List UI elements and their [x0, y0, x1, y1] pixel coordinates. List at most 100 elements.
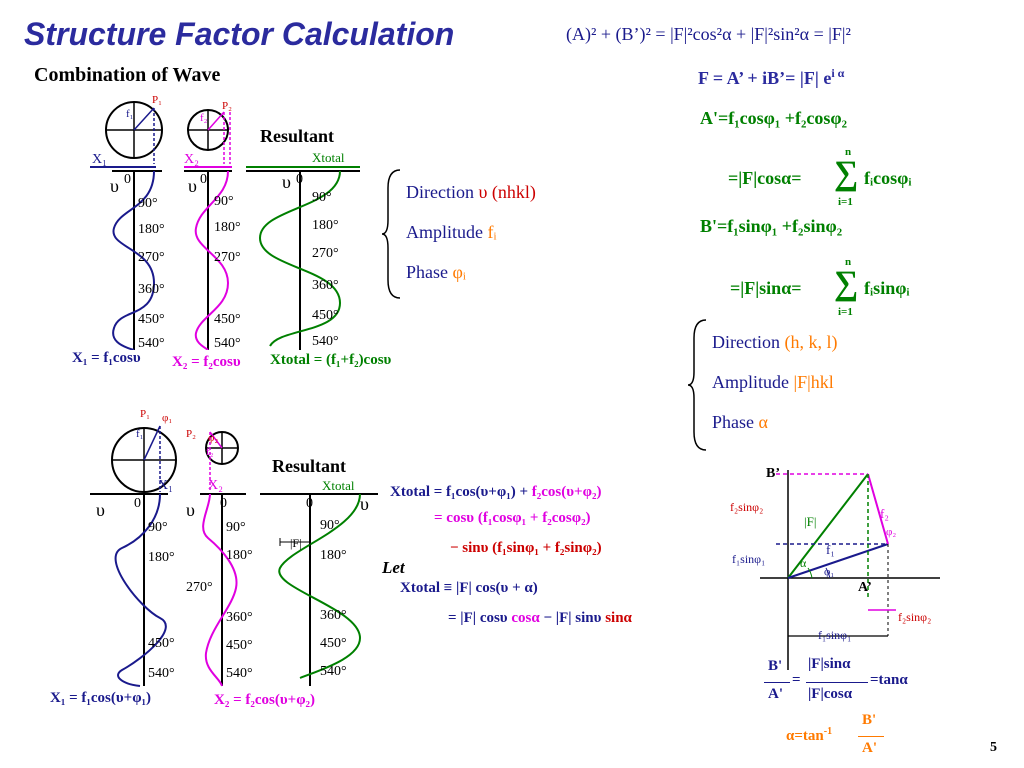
- eq-line5-c: − |F| sinυ: [543, 610, 602, 626]
- b-prime-line2-tail: fᵢsinφᵢ: [864, 278, 910, 298]
- alpha-eq-exp: -1: [823, 726, 833, 737]
- vec-alpha: α: [800, 556, 807, 570]
- alpha-eq-text: α=tan: [786, 728, 824, 744]
- vec-phi2: φ₂: [886, 526, 897, 538]
- f-equation: F = A’ + iB’= |F| ei α: [698, 66, 844, 89]
- tan-tail: =tanα: [870, 672, 908, 688]
- brace1-phase: Phase φᵢ: [406, 262, 466, 283]
- alpha-den: A': [862, 740, 877, 756]
- eq-line3: − sinυ (f₁sinφ₁ + f₂sinφ₂): [450, 540, 602, 556]
- tan-num-left: B': [768, 658, 783, 674]
- bottom-label-x1: X₁: [158, 478, 173, 493]
- bottom-upsilon-1: υ: [96, 500, 105, 520]
- eq-line2: = cosυ (f₁cosφ₁ + f₂cosφ₂): [434, 510, 591, 526]
- brace1-direction-value: υ (nhkl): [478, 182, 536, 202]
- eq-line1: Xtotal = f₁cos(υ+φ₁) + f₂cos(υ+φ₂): [390, 484, 601, 501]
- top-x1-angle-90: 90°: [138, 196, 158, 211]
- tan-frac-line-right: [806, 682, 868, 683]
- brace2-direction: Direction (h, k, l): [712, 332, 837, 353]
- brace-left-1: [381, 169, 401, 299]
- top-x2-angle-0: 0: [200, 172, 207, 187]
- top-x2-angle-450: 450°: [214, 312, 241, 327]
- bottom-label-xtotal: Xtotal: [322, 478, 355, 493]
- vec-f2: f₂: [880, 506, 889, 521]
- vec-F: |F|: [804, 514, 817, 529]
- brace2-phase-value: α: [758, 412, 768, 432]
- bottom-x2-equation: X₂ = f₂cos(υ+φ₂): [214, 692, 316, 708]
- top-label-x1: X₁: [92, 152, 107, 167]
- a-prime-line2-tail: fᵢcosφᵢ: [864, 168, 912, 188]
- top-label-x2: X₂: [184, 152, 199, 167]
- top-x2-equation: X₂ = f₂cosυ: [172, 354, 241, 370]
- eq-line4: Xtotal ≡ |F| cos(υ + α): [400, 580, 538, 596]
- a-prime-line: A'=f₁cosφ₁ +f₂cosφ₂: [700, 108, 848, 128]
- bottom-x1-equation: X₁ = f₁cos(υ+φ₁): [50, 690, 152, 706]
- top-xt-angle-180: 180°: [312, 218, 339, 233]
- a-prime-line2: =|F|cosα=: [728, 168, 802, 188]
- top-label-xtotal: Xtotal: [312, 150, 345, 165]
- top-x2-angle-180: 180°: [214, 220, 241, 235]
- bottom-xt-angle-180: 180°: [320, 548, 347, 563]
- sum-bottom-a: i=1: [838, 196, 853, 208]
- brace2-phase-label: Phase: [712, 412, 754, 432]
- top-upsilon-1: υ: [110, 176, 119, 196]
- top-label-p2: P₂: [222, 100, 232, 112]
- eq-let: Let: [382, 558, 405, 577]
- top-x2-angle-540: 540°: [214, 336, 241, 351]
- top-equation: (A)² + (B’)² = |F|²cos²α + |F|²sin²α = |…: [566, 24, 851, 44]
- top-label-f1: f₁: [126, 108, 134, 120]
- sum-symbol-b: ∑: [834, 265, 859, 302]
- bottom-x1-angle-90: 90°: [148, 520, 168, 535]
- bottom-label-x2: X₂: [208, 478, 223, 493]
- top-x1-angle-270: 270°: [138, 250, 165, 265]
- bottom-resultant: Resultant: [272, 456, 347, 476]
- top-x2-angle-90: 90°: [214, 194, 234, 209]
- eq-line1-b: f₂cos(υ+φ₂): [531, 484, 602, 500]
- tan-num-right: |F|sinα: [808, 656, 851, 672]
- brace1-phase-value: φᵢ: [452, 262, 466, 282]
- top-xt-angle-450: 450°: [312, 308, 339, 323]
- brace2-phase: Phase α: [712, 412, 768, 433]
- brace2-amplitude-value: |F|hkl: [793, 372, 834, 392]
- wave-xtotal: [258, 170, 342, 347]
- top-x1-equation: X₁ = f₁cosυ: [72, 350, 141, 366]
- bottom-label-phi1: φ₁: [162, 412, 173, 424]
- wave-x1-bottom: [114, 493, 167, 687]
- bottom-upsilon-2: υ: [186, 500, 195, 520]
- bottom-x1-angle-0: 0: [134, 496, 141, 511]
- brace2-amplitude: Amplitude |F|hkl: [712, 372, 834, 393]
- brace-left-2: [687, 319, 707, 451]
- top-x1-angle-540: 540°: [138, 336, 165, 351]
- brace1-amplitude-label: Amplitude: [406, 222, 483, 242]
- alpha-num: B': [862, 712, 877, 728]
- bottom-label-p2: P₂: [186, 428, 196, 440]
- alpha-eq: α=tan-1: [786, 726, 832, 745]
- bottom-xt-angle-0: 0: [306, 496, 313, 511]
- tan-den-right: |F|cosα: [808, 686, 853, 702]
- bottom-upsilon-3: υ: [360, 494, 369, 514]
- brace2-direction-value: (h, k, l): [784, 332, 838, 352]
- eq-line5-d: sinα: [605, 610, 632, 626]
- vec-A-prime: A’: [858, 580, 872, 595]
- brace2-amplitude-label: Amplitude: [712, 372, 789, 392]
- top-x2-angle-270: 270°: [214, 250, 241, 265]
- top-xt-angle-360: 360°: [312, 278, 339, 293]
- eq-line5-a: = |F| cosυ: [448, 610, 508, 626]
- bottom-label-F: |F|: [290, 536, 302, 550]
- vec-f2sinphi2-left: f₂sinφ₂: [730, 500, 764, 514]
- bottom-x1-angle-540: 540°: [148, 666, 175, 681]
- eq-line5-b: cosα: [511, 610, 540, 626]
- vec-B-prime: B’: [766, 466, 780, 481]
- vec-phi1: φ₁: [824, 566, 835, 578]
- vec-f1sinphi1-left: f₁sinφ₁: [732, 552, 766, 566]
- top-x1-angle-360: 360°: [138, 282, 165, 297]
- bottom-xt-angle-540: 540°: [320, 664, 347, 679]
- brace1-direction-label: Direction: [406, 182, 474, 202]
- bottom-x2-angle-270: 270°: [186, 580, 213, 595]
- top-upsilon-2: υ: [188, 176, 197, 196]
- top-label-f2: f₂: [200, 112, 208, 124]
- bottom-wave-diagram: [90, 425, 378, 687]
- top-xtotal-equation: Xtotal = (f₁+f₂)cosυ: [270, 352, 392, 368]
- bottom-x2-angle-540: 540°: [226, 666, 253, 681]
- bottom-xt-angle-90: 90°: [320, 518, 340, 533]
